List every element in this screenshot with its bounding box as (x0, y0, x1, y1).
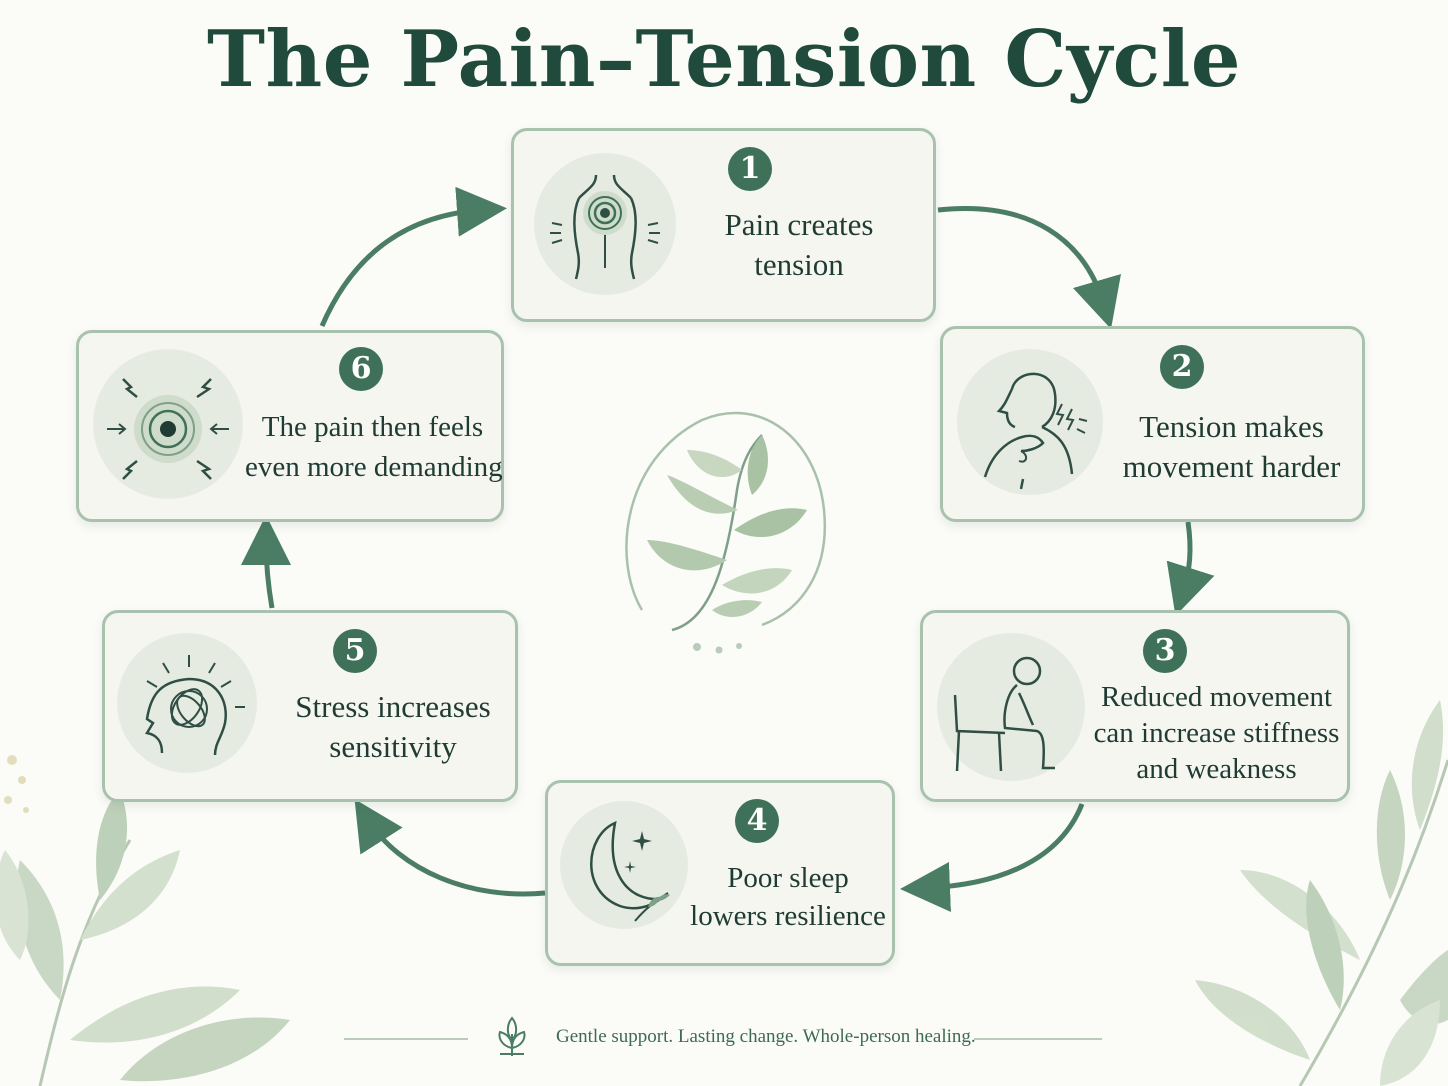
step-label: Stress increases sensitivity (295, 689, 491, 764)
step-card-2: 2 Tension makes movement harder (940, 326, 1365, 522)
arrow-3-to-4 (900, 803, 1085, 912)
footer-divider-left (344, 1038, 468, 1040)
step-number-badge: 4 (735, 799, 779, 843)
moon-icon (560, 801, 688, 929)
foliage-left (0, 755, 290, 1086)
step-label: Poor sleep lowers resilience (690, 862, 886, 932)
step-number-badge: 3 (1143, 629, 1187, 673)
step-number-badge: 6 (339, 347, 383, 391)
step-card-4: 4 Poor sleep lowers resilience (545, 780, 895, 966)
step-card-1: 1 Pain creates tension (511, 128, 936, 322)
leaf-sprig-icon (625, 411, 827, 654)
step-number-badge: 1 (728, 147, 772, 191)
step-card-6: 6 The pain then feels even more demandin… (76, 330, 504, 522)
arrow-5-to-6 (241, 515, 292, 609)
arrow-4-to-5 (354, 798, 546, 897)
seated-person-icon (937, 633, 1085, 781)
step-card-5: 5 Stress increases sensitivity (102, 610, 518, 802)
footer-divider-right (974, 1038, 1102, 1040)
stressed-head-icon (117, 633, 257, 773)
back-pain-icon (534, 153, 676, 295)
step-card-3: 3 Reduced movement can increase stiffnes… (920, 610, 1350, 802)
step-label: The pain then feels even more demanding (245, 411, 503, 483)
step-number-badge: 2 (1160, 345, 1204, 389)
step-label: Pain creates tension (724, 207, 874, 282)
neck-pain-icon (957, 349, 1103, 495)
step-number-badge: 5 (333, 629, 377, 673)
foliage-right (1195, 700, 1448, 1086)
arrow-2-to-3 (1166, 521, 1215, 616)
lotus-leaf-icon (498, 1016, 526, 1056)
arrow-1-to-2 (937, 206, 1121, 329)
step-label: Tension makes movement harder (1122, 409, 1341, 484)
arrow-6-to-1 (319, 186, 507, 327)
pain-target-icon (93, 349, 243, 499)
footer-tagline: Gentle support. Lasting change. Whole-pe… (556, 1026, 976, 1047)
step-label: Reduced movement can increase stiffness … (1093, 681, 1340, 785)
page-title: The Pain–Tension Cycle (207, 14, 1241, 105)
